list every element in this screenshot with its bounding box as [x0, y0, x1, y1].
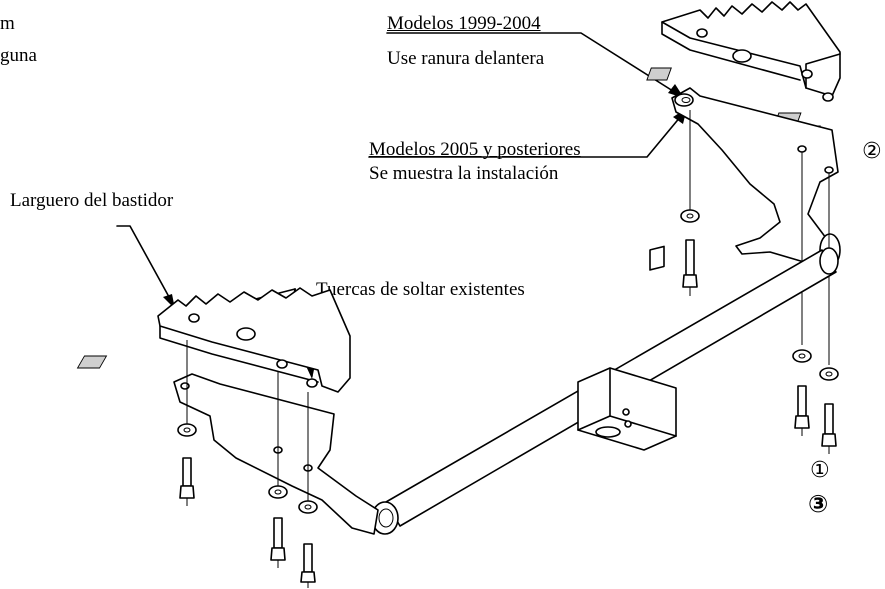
step-3-marker: ③ — [808, 490, 829, 518]
right-hardware — [680, 209, 839, 454]
step-2-marker: ② — [862, 139, 882, 164]
cropped-label-line-1: m — [0, 13, 15, 34]
cropped-label-line-2: guna — [0, 45, 37, 66]
right-frame-rail — [661, 1, 841, 102]
label-installation-shown: Se muestra la instalación — [369, 163, 559, 184]
left-hardware — [177, 423, 318, 588]
step-1-marker: ① — [810, 458, 830, 483]
right-mounting-bracket — [671, 87, 841, 271]
left-bolt-lines — [186, 340, 309, 505]
label-models-2005-later: Modelos 2005 y posteriores — [369, 139, 581, 160]
leader-models-2005 — [368, 109, 687, 158]
label-existing-nuts: Tuercas de soltar existentes — [316, 279, 525, 300]
label-use-front-slot: Use ranura delantera — [387, 48, 545, 69]
left-frame-rail — [157, 287, 351, 393]
left-mounting-bracket — [173, 373, 379, 535]
leader-frame-rail — [116, 225, 175, 307]
label-frame-rail: Larguero del bastidor — [10, 190, 174, 211]
label-models-1999-2004: Modelos 1999-2004 — [387, 13, 541, 34]
receiver-tube — [577, 245, 677, 451]
leader-models-1999-2004 — [386, 32, 685, 99]
